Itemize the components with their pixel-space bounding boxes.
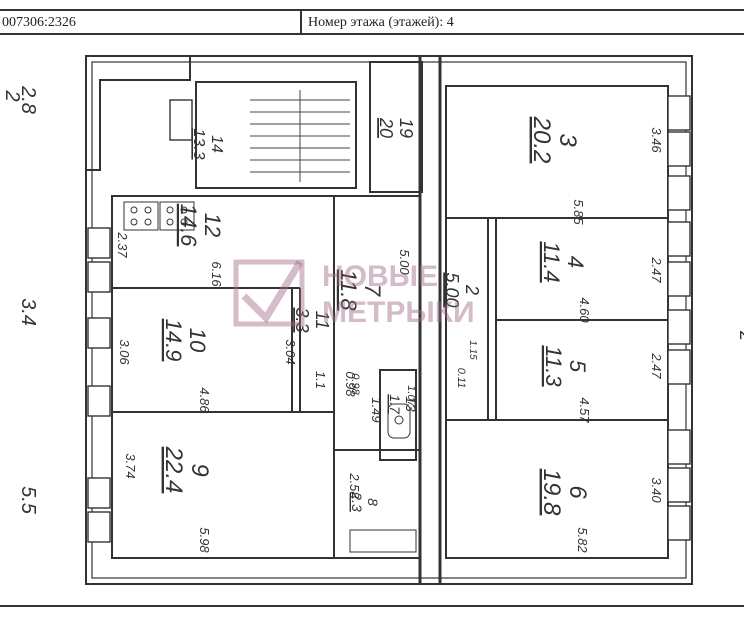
room-number: 2 [462, 284, 482, 295]
outer-dimension-h: 0.98 [349, 373, 361, 395]
room-number: 5 [565, 360, 590, 373]
room-number: 19 [396, 118, 416, 138]
room-number: 10 [185, 328, 210, 353]
room-8: 82.32.58 1.49 [347, 397, 384, 512]
outer-dimension-i: 1.15 [467, 340, 478, 360]
room-7: 711.8 5.00 0.98 [336, 249, 412, 397]
room-area: 11.3 [541, 345, 566, 387]
outer-dimension-g: 1.07 [405, 385, 417, 407]
stair-treads [250, 90, 350, 182]
room-dimension: 3.74 [123, 453, 138, 478]
registry-number: 023-190139736 [0, 0, 89, 3]
room-area: 13.3 [190, 128, 207, 159]
outer-dimension-d: 2 [1, 89, 23, 101]
room-area: 20 [376, 117, 396, 138]
outer-dimension-c: 5.5 [17, 486, 39, 515]
room-number: 14 [208, 135, 225, 153]
room-number: 6 [564, 485, 591, 499]
outer-dimension-a: 2.8 [17, 85, 39, 114]
room-area: 2.3 [349, 491, 365, 512]
room-dimension: 2.47 [649, 352, 664, 379]
outer-dimension-e: 2 [736, 330, 744, 341]
room-dimension: 2.47 [649, 256, 664, 283]
header-top-fragment: 023-190139736 [0, 0, 744, 3]
room-dimension: 3.46 [649, 127, 664, 153]
floor-info: Номер этажа (этажей): 4 [308, 15, 454, 30]
room-6: 619.8 3.40 5.82 [538, 469, 664, 554]
room-number: 8 [365, 498, 381, 506]
room-area: 19.8 [538, 469, 565, 516]
room-dimension: 4.57 [577, 397, 592, 423]
room-dimension: 3.04 [283, 339, 298, 364]
room-dimension: 3.40 [649, 477, 664, 503]
room-dimension: 5.82 [575, 527, 590, 553]
room-area: 1.7 [387, 394, 403, 415]
outer-dimension-b: 3.4 [17, 298, 39, 326]
room-area: 20.2 [528, 116, 555, 164]
room-dimension: 2.37 [115, 231, 130, 258]
room-number: 12 [200, 213, 225, 237]
room-11: 113.3 3.04 1.1 [283, 307, 332, 389]
room-number: 3 [554, 133, 581, 147]
stove-icon [123, 201, 195, 231]
windows-right [667, 95, 691, 541]
bath-fixture-icon [387, 403, 411, 439]
room-area: 14.9 [161, 319, 186, 362]
room-dimension: 0.98 [343, 371, 358, 397]
room-number: 11 [312, 311, 332, 330]
room-dimension: 2.58 [347, 472, 362, 499]
room-area: 11.4 [539, 241, 564, 282]
room-dimension: 4.60 [577, 297, 592, 323]
room-dimension: 4.86 [197, 387, 212, 413]
room-19-box [369, 61, 423, 193]
room-number: 13 [403, 396, 419, 412]
bath-13 [379, 369, 417, 461]
room-area: 5.00 [442, 272, 462, 307]
room-area: 11.8 [336, 269, 361, 311]
outer-dimension-f: 0.11 [455, 368, 467, 389]
room-number: 9 [186, 463, 213, 476]
room-3: 320.2 3.46 5.85 [528, 116, 664, 226]
room-dimension: 5.85 [571, 199, 586, 225]
room-area: 22.4 [160, 446, 187, 494]
stair-notch [86, 56, 191, 171]
room-5: 511.3 2.47 4.57 [541, 345, 664, 423]
room-dimension: 5.98 [197, 527, 212, 553]
room-area: 14.6 [176, 204, 201, 248]
room-13: 131.7 [387, 394, 419, 415]
room-number: 7 [360, 284, 385, 297]
windows-left [87, 99, 193, 543]
stairwell [195, 81, 357, 189]
room-number: 4 [563, 256, 588, 268]
room-2: 25.00 [442, 272, 482, 307]
room-dimension: 1.1 [313, 371, 328, 389]
room-dimension: 1.49 [369, 397, 384, 422]
watermark: НОВЫЕ МЕТРЫКИ [233, 259, 475, 329]
watermark-line1: НОВЫЕ [322, 260, 438, 293]
sink-icon [349, 529, 417, 553]
outer-wall [85, 55, 693, 585]
room-area: 3.3 [292, 307, 312, 332]
room-dimension: 3.06 [117, 339, 132, 365]
room-9: 922.4 3.74 5.98 [123, 446, 213, 554]
header-row: 007306:2326 Номер этажа (этажей): 4 [0, 9, 744, 35]
cadastral-number: 007306:2326 [0, 11, 302, 33]
room-4: 411.4 2.47 4.60 [539, 241, 664, 323]
watermark-line2: МЕТРЫКИ [322, 296, 475, 329]
room-dimension: 6.16 [209, 261, 224, 287]
room-dimension: 5.00 [397, 249, 412, 275]
